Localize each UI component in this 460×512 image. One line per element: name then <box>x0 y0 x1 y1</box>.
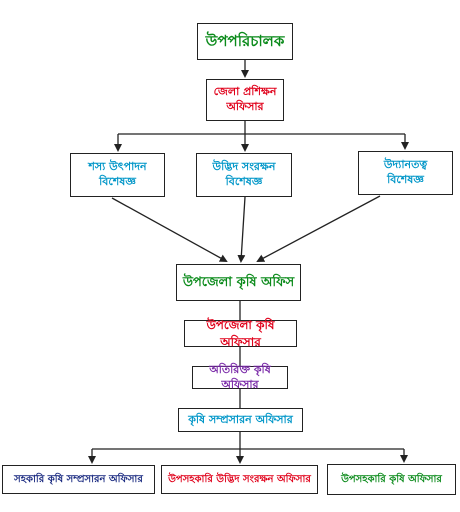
node-upazila-agriculture-officer: উপজেলা কৃষি অফিসার <box>184 318 297 349</box>
node-sub-assistant-agri-label: উপসহকারি কৃষি অফিসার <box>341 473 442 485</box>
node-crop-production-specialist: শস্য উৎপাদন বিশেষজ্ঞ <box>70 153 165 197</box>
node-crop-production-line1: শস্য উৎপাদন <box>88 160 147 174</box>
node-extension-officer-label: কৃষি সম্প্রসারন অফিসার <box>188 412 293 426</box>
node-plant-protection-line1: উদ্ভিদ সংরক্ষন <box>212 160 276 174</box>
connector-crop-to-upazila <box>111 197 228 262</box>
node-additional-agriculture-officer: অতিরিক্ত কৃষি অফিসার <box>192 363 288 391</box>
node-sub-assistant-protection-label: উপসহকারি উদ্ভিদ সংরক্ষন অফিসার <box>168 473 311 485</box>
node-upazila-office-label: উপজেলা কৃষি অফিস <box>182 274 295 290</box>
node-plant-protection-line2: বিশেষজ্ঞ <box>225 175 263 188</box>
node-horticulture-line2: বিশেষজ্ঞ <box>387 173 424 186</box>
node-crop-production-line2: বিশেষজ্ঞ <box>99 175 136 188</box>
node-additional-officer-label: অতিরিক্ত কৃষি অফিসার <box>209 362 271 391</box>
node-plant-protection-specialist: উদ্ভিদ সংরক্ষন বিশেষজ্ঞ <box>196 153 292 197</box>
connector-protection-to-upazila <box>237 196 246 263</box>
node-upoporichalok: উপপরিচালক <box>197 23 293 60</box>
node-sub-assistant-plant-protection-officer: উপসহকারি উদ্ভিদ সংরক্ষন অফিসার <box>161 465 318 494</box>
node-upoporichalok-label: উপপরিচালক <box>205 32 285 51</box>
node-sub-assistant-agriculture-officer: উপসহকারি কৃষি অফিসার <box>327 464 456 495</box>
node-district-training-line1: জেলা প্রশিক্ষন <box>213 85 277 99</box>
node-district-training-officer: জেলা প্রশিক্ষন অফিসার <box>206 79 284 121</box>
node-horticulture-specialist: উদ্যানতত্ব বিশেষজ্ঞ <box>358 151 453 195</box>
node-horticulture-line1: উদ্যানতত্ব <box>383 158 428 172</box>
node-assistant-extension-officer: সহকারি কৃষি সম্প্রসারন অফিসার <box>2 465 155 494</box>
node-upazila-agriculture-office: উপজেলা কৃষি অফিস <box>176 264 301 301</box>
node-agriculture-extension-officer: কৃষি সম্প্রসারন অফিসার <box>178 408 303 432</box>
node-upazila-officer-label: উপজেলা কৃষি অফিসার <box>206 318 275 349</box>
node-district-training-line2: অফিসার <box>226 100 264 113</box>
node-assistant-extension-label: সহকারি কৃষি সম্প্রসারন অফিসার <box>14 473 143 485</box>
connector-horticulture-to-upazila <box>256 195 381 262</box>
